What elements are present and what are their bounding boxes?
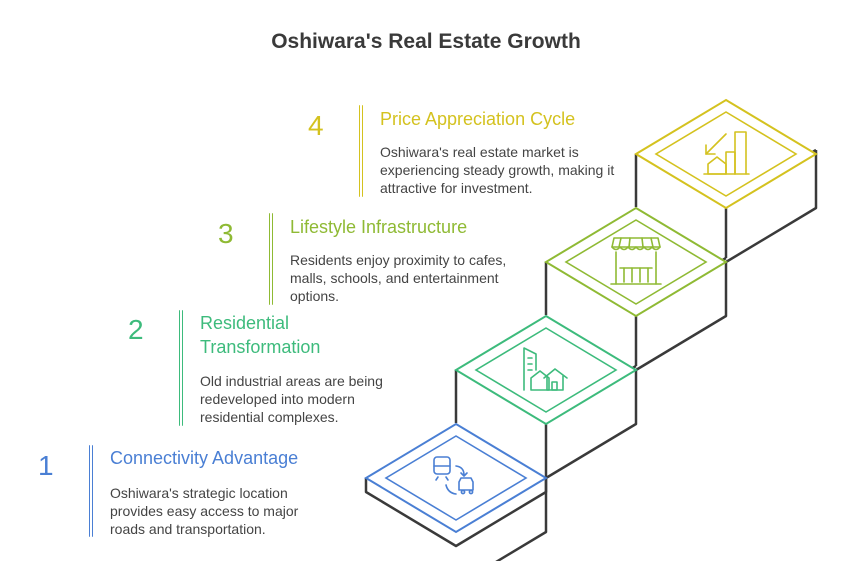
step-description: Oshiwara's strategic location provides e… (110, 485, 299, 537)
train-car-transit-icon (433, 456, 474, 495)
step-number: 1 (38, 450, 54, 481)
step-description: Old industrial areas are being redevelop… (200, 373, 383, 425)
step-heading: Price Appreciation Cycle (380, 109, 576, 129)
step-divider (179, 310, 183, 426)
buildings-house-icon (523, 347, 568, 391)
step-number: 4 (308, 110, 324, 141)
step-heading: Connectivity Advantage (110, 448, 299, 468)
step-number: 2 (128, 314, 144, 345)
step-heading: Lifestyle Infrastructure (290, 217, 468, 237)
step-divider (89, 445, 93, 537)
platform-2 (454, 314, 638, 426)
step-description: Oshiwara's real estate market is experie… (380, 144, 615, 196)
step-divider (359, 105, 363, 197)
house-growth-chart-icon (703, 131, 750, 175)
step-number: 3 (218, 218, 234, 249)
platform-1 (364, 422, 548, 534)
step-divider (269, 213, 273, 305)
platform-3 (544, 206, 728, 318)
page-title: Oshiwara's Real Estate Growth (271, 30, 581, 53)
step-description: Residents enjoy proximity to cafes, mall… (290, 252, 507, 304)
storefront-cafe-icon (610, 237, 662, 285)
step-heading: Residential Transformation (200, 313, 321, 357)
